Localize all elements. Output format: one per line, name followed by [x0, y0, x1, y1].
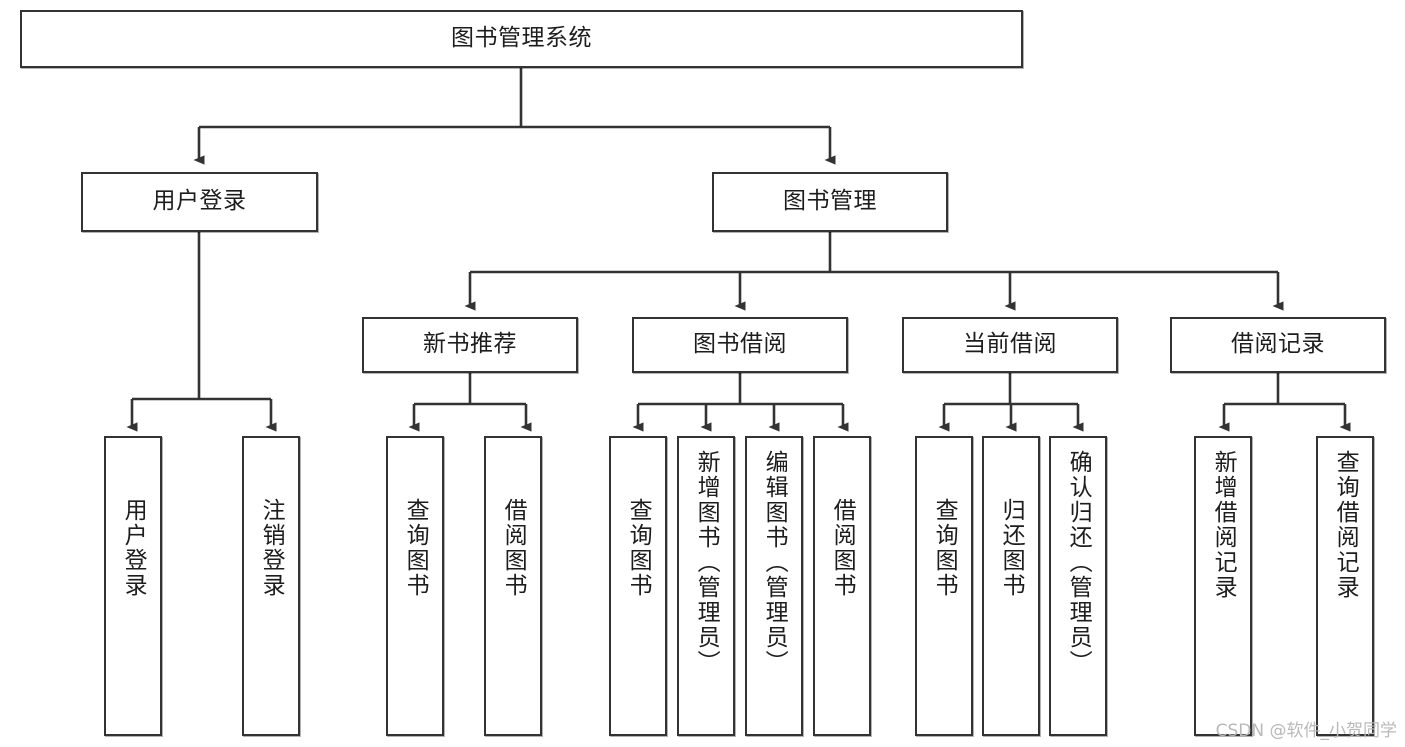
- node-label: 图书借阅: [693, 331, 787, 358]
- node-label: 用户登录: [152, 188, 247, 215]
- node-new-book-recommend[interactable]: 新书推荐: [362, 317, 578, 373]
- node-label: 编辑图书（管理员）: [761, 450, 788, 675]
- leaf-borrow-add-book-admin[interactable]: 新增图书（管理员）: [677, 436, 735, 736]
- node-book-management[interactable]: 图书管理: [712, 172, 948, 232]
- node-label: 新增借阅记录: [1210, 450, 1237, 600]
- node-label: 归还图书: [998, 498, 1025, 598]
- leaf-record-add-borrow-record[interactable]: 新增借阅记录: [1194, 436, 1252, 736]
- node-label: 当前借阅: [963, 331, 1057, 358]
- leaf-record-query-borrow-record[interactable]: 查询借阅记录: [1316, 436, 1374, 736]
- node-root-system[interactable]: 图书管理系统: [20, 10, 1023, 68]
- node-label: 借阅图书: [500, 498, 527, 598]
- node-label: 图书管理: [783, 188, 877, 215]
- node-current-borrow[interactable]: 当前借阅: [902, 317, 1118, 373]
- leaf-user-login[interactable]: 用户登录: [104, 436, 162, 736]
- leaf-borrow-query-book[interactable]: 查询图书: [609, 436, 667, 736]
- node-label: 查询图书: [625, 498, 652, 598]
- node-label: 新增图书（管理员）: [693, 450, 720, 675]
- node-borrow-record[interactable]: 借阅记录: [1170, 317, 1386, 373]
- csdn-watermark: CSDN @软件_小贺同学: [1215, 721, 1397, 741]
- node-label: 借阅记录: [1231, 331, 1325, 358]
- node-user-login[interactable]: 用户登录: [81, 172, 318, 232]
- node-label: 新书推荐: [423, 331, 517, 358]
- leaf-borrow-borrow-book[interactable]: 借阅图书: [813, 436, 871, 736]
- node-label: 借阅图书: [829, 498, 856, 598]
- node-label: 图书管理系统: [451, 25, 592, 52]
- leaf-recommend-query-book[interactable]: 查询图书: [386, 436, 444, 736]
- node-label: 查询借阅记录: [1332, 450, 1359, 600]
- node-label: 查询图书: [402, 498, 429, 598]
- leaf-current-query-book[interactable]: 查询图书: [915, 436, 973, 736]
- node-label: 确认归还（管理员）: [1065, 450, 1092, 675]
- leaf-user-logout[interactable]: 注销登录: [242, 436, 300, 736]
- leaf-recommend-borrow-book[interactable]: 借阅图书: [484, 436, 542, 736]
- leaf-current-confirm-return-admin[interactable]: 确认归还（管理员）: [1049, 436, 1107, 736]
- leaf-borrow-edit-book-admin[interactable]: 编辑图书（管理员）: [745, 436, 803, 736]
- node-book-borrow[interactable]: 图书借阅: [632, 317, 848, 373]
- node-label: 查询图书: [931, 498, 958, 598]
- leaf-current-return-book[interactable]: 归还图书: [982, 436, 1040, 736]
- node-label: 注销登录: [258, 498, 285, 598]
- node-label: 用户登录: [120, 498, 147, 598]
